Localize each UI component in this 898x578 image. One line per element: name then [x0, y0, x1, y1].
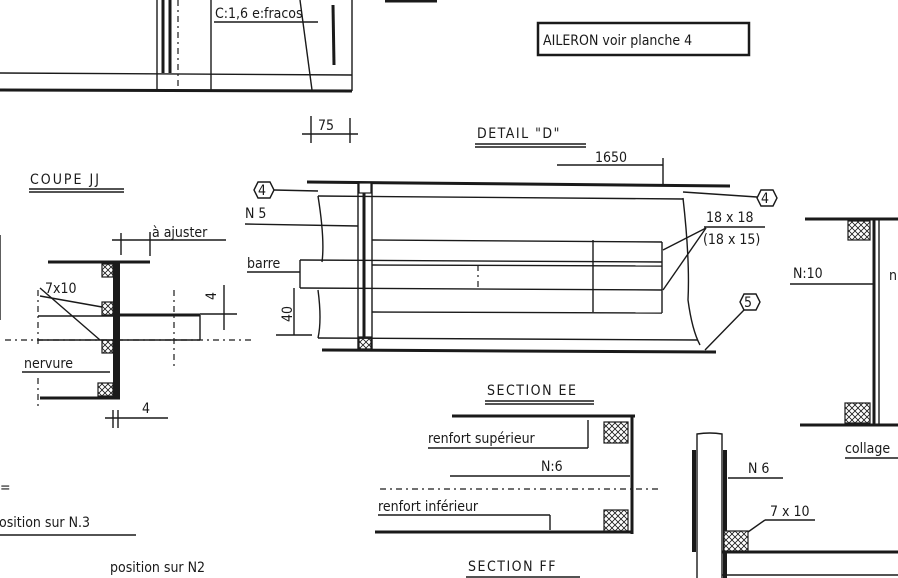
svg-text:n: n	[889, 268, 897, 284]
svg-text:18 x 18: 18 x 18	[706, 210, 754, 226]
svg-text:renfort supérieur: renfort supérieur	[428, 431, 536, 447]
detail-d: DETAIL "D" 1650 18 x 18 (18 x 15)	[244, 126, 778, 354]
aileron-label: AILERON voir planche 4	[543, 33, 692, 49]
svg-text:1650: 1650	[595, 150, 627, 166]
svg-text:renfort inférieur: renfort inférieur	[378, 499, 479, 515]
section-ee-title: SECTION EE	[487, 383, 577, 399]
svg-text:position sur N.3: position sur N.3	[0, 515, 90, 531]
left-notes: = position sur N.3 position sur N2	[0, 480, 205, 576]
svg-text:4: 4	[204, 292, 220, 300]
svg-text:collage: collage	[845, 441, 890, 457]
svg-text:N:6: N:6	[541, 459, 563, 475]
section-ff-title: SECTION FF	[468, 559, 557, 575]
svg-text:N 5: N 5	[245, 206, 266, 222]
svg-text:barre: barre	[247, 256, 281, 272]
svg-text:nervure: nervure	[24, 356, 73, 372]
coupe-jj-title: COUPE JJ	[30, 172, 101, 188]
callout-5-icon: 5	[739, 293, 761, 311]
section-ee: SECTION EE renfort supérieur N:6 renfort…	[375, 383, 660, 534]
svg-text:4: 4	[761, 191, 769, 207]
svg-text:5: 5	[744, 295, 752, 311]
svg-text:=: =	[0, 480, 11, 496]
svg-text:4: 4	[258, 183, 266, 199]
top-note: C:1,6 e:fracos	[215, 6, 303, 22]
right-section: N:10 n collage	[790, 217, 898, 459]
section-ff: SECTION FF N 6 7 x 10	[466, 432, 898, 578]
svg-text:75: 75	[318, 118, 334, 134]
svg-text:N:10: N:10	[793, 266, 823, 282]
svg-text:40: 40	[280, 306, 296, 322]
callout-4-right-icon: 4	[756, 189, 778, 207]
svg-text:N 6: N 6	[748, 461, 769, 477]
top-left-view: C:1,6 e:fracos	[0, 0, 437, 93]
dimension-75: 75	[302, 116, 358, 143]
svg-text:position sur N2: position sur N2	[110, 560, 205, 576]
coupe-jj: COUPE JJ à ajuster 7x10 4 nervure 4	[0, 172, 255, 428]
svg-text:à ajuster: à ajuster	[152, 225, 208, 241]
aileron-reference-box: AILERON voir planche 4	[536, 21, 751, 57]
svg-text:4: 4	[142, 401, 150, 417]
callout-4-left-icon: 4	[253, 181, 275, 199]
svg-text:7x10: 7x10	[45, 281, 77, 297]
svg-text:7 x 10: 7 x 10	[770, 504, 809, 520]
svg-text:(18 x 15): (18 x 15)	[703, 232, 760, 248]
detail-d-title: DETAIL "D"	[477, 126, 561, 142]
